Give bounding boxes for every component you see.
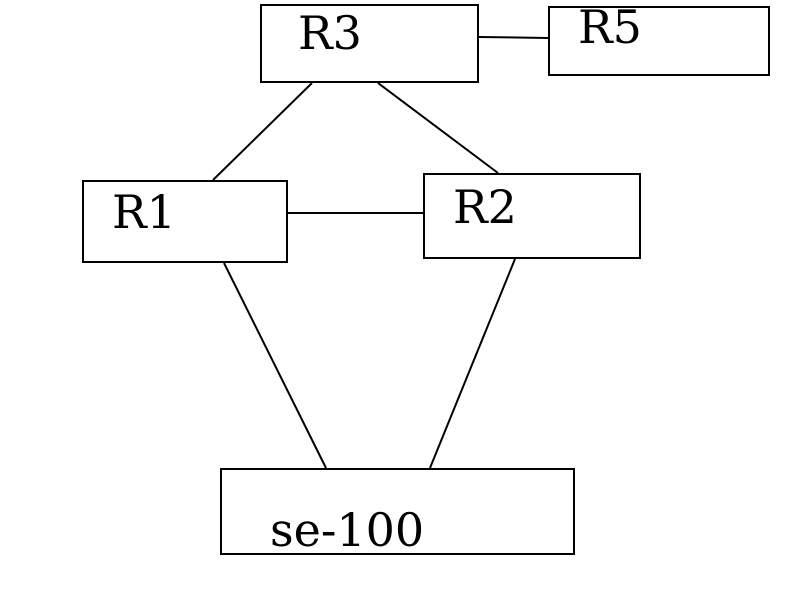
router-r1-box: R1 bbox=[82, 180, 288, 263]
link-r1-se100 bbox=[223, 262, 327, 469]
router-r3-label: R3 bbox=[298, 6, 362, 60]
link-r3-r1 bbox=[212, 82, 313, 181]
router-r5-label: R5 bbox=[578, 0, 642, 54]
link-r3-r2 bbox=[377, 82, 499, 174]
link-r3-r5 bbox=[478, 36, 549, 39]
router-r3-box: R3 bbox=[260, 4, 479, 83]
router-r5-box: R5 bbox=[548, 0, 770, 76]
router-r2-box: R2 bbox=[423, 173, 641, 259]
link-r2-se100 bbox=[429, 258, 516, 469]
router-r2-label: R2 bbox=[453, 180, 517, 234]
se-100-label: se-100 bbox=[270, 503, 425, 557]
router-r1-label: R1 bbox=[112, 185, 176, 239]
se-100-box: se-100 bbox=[220, 468, 575, 555]
